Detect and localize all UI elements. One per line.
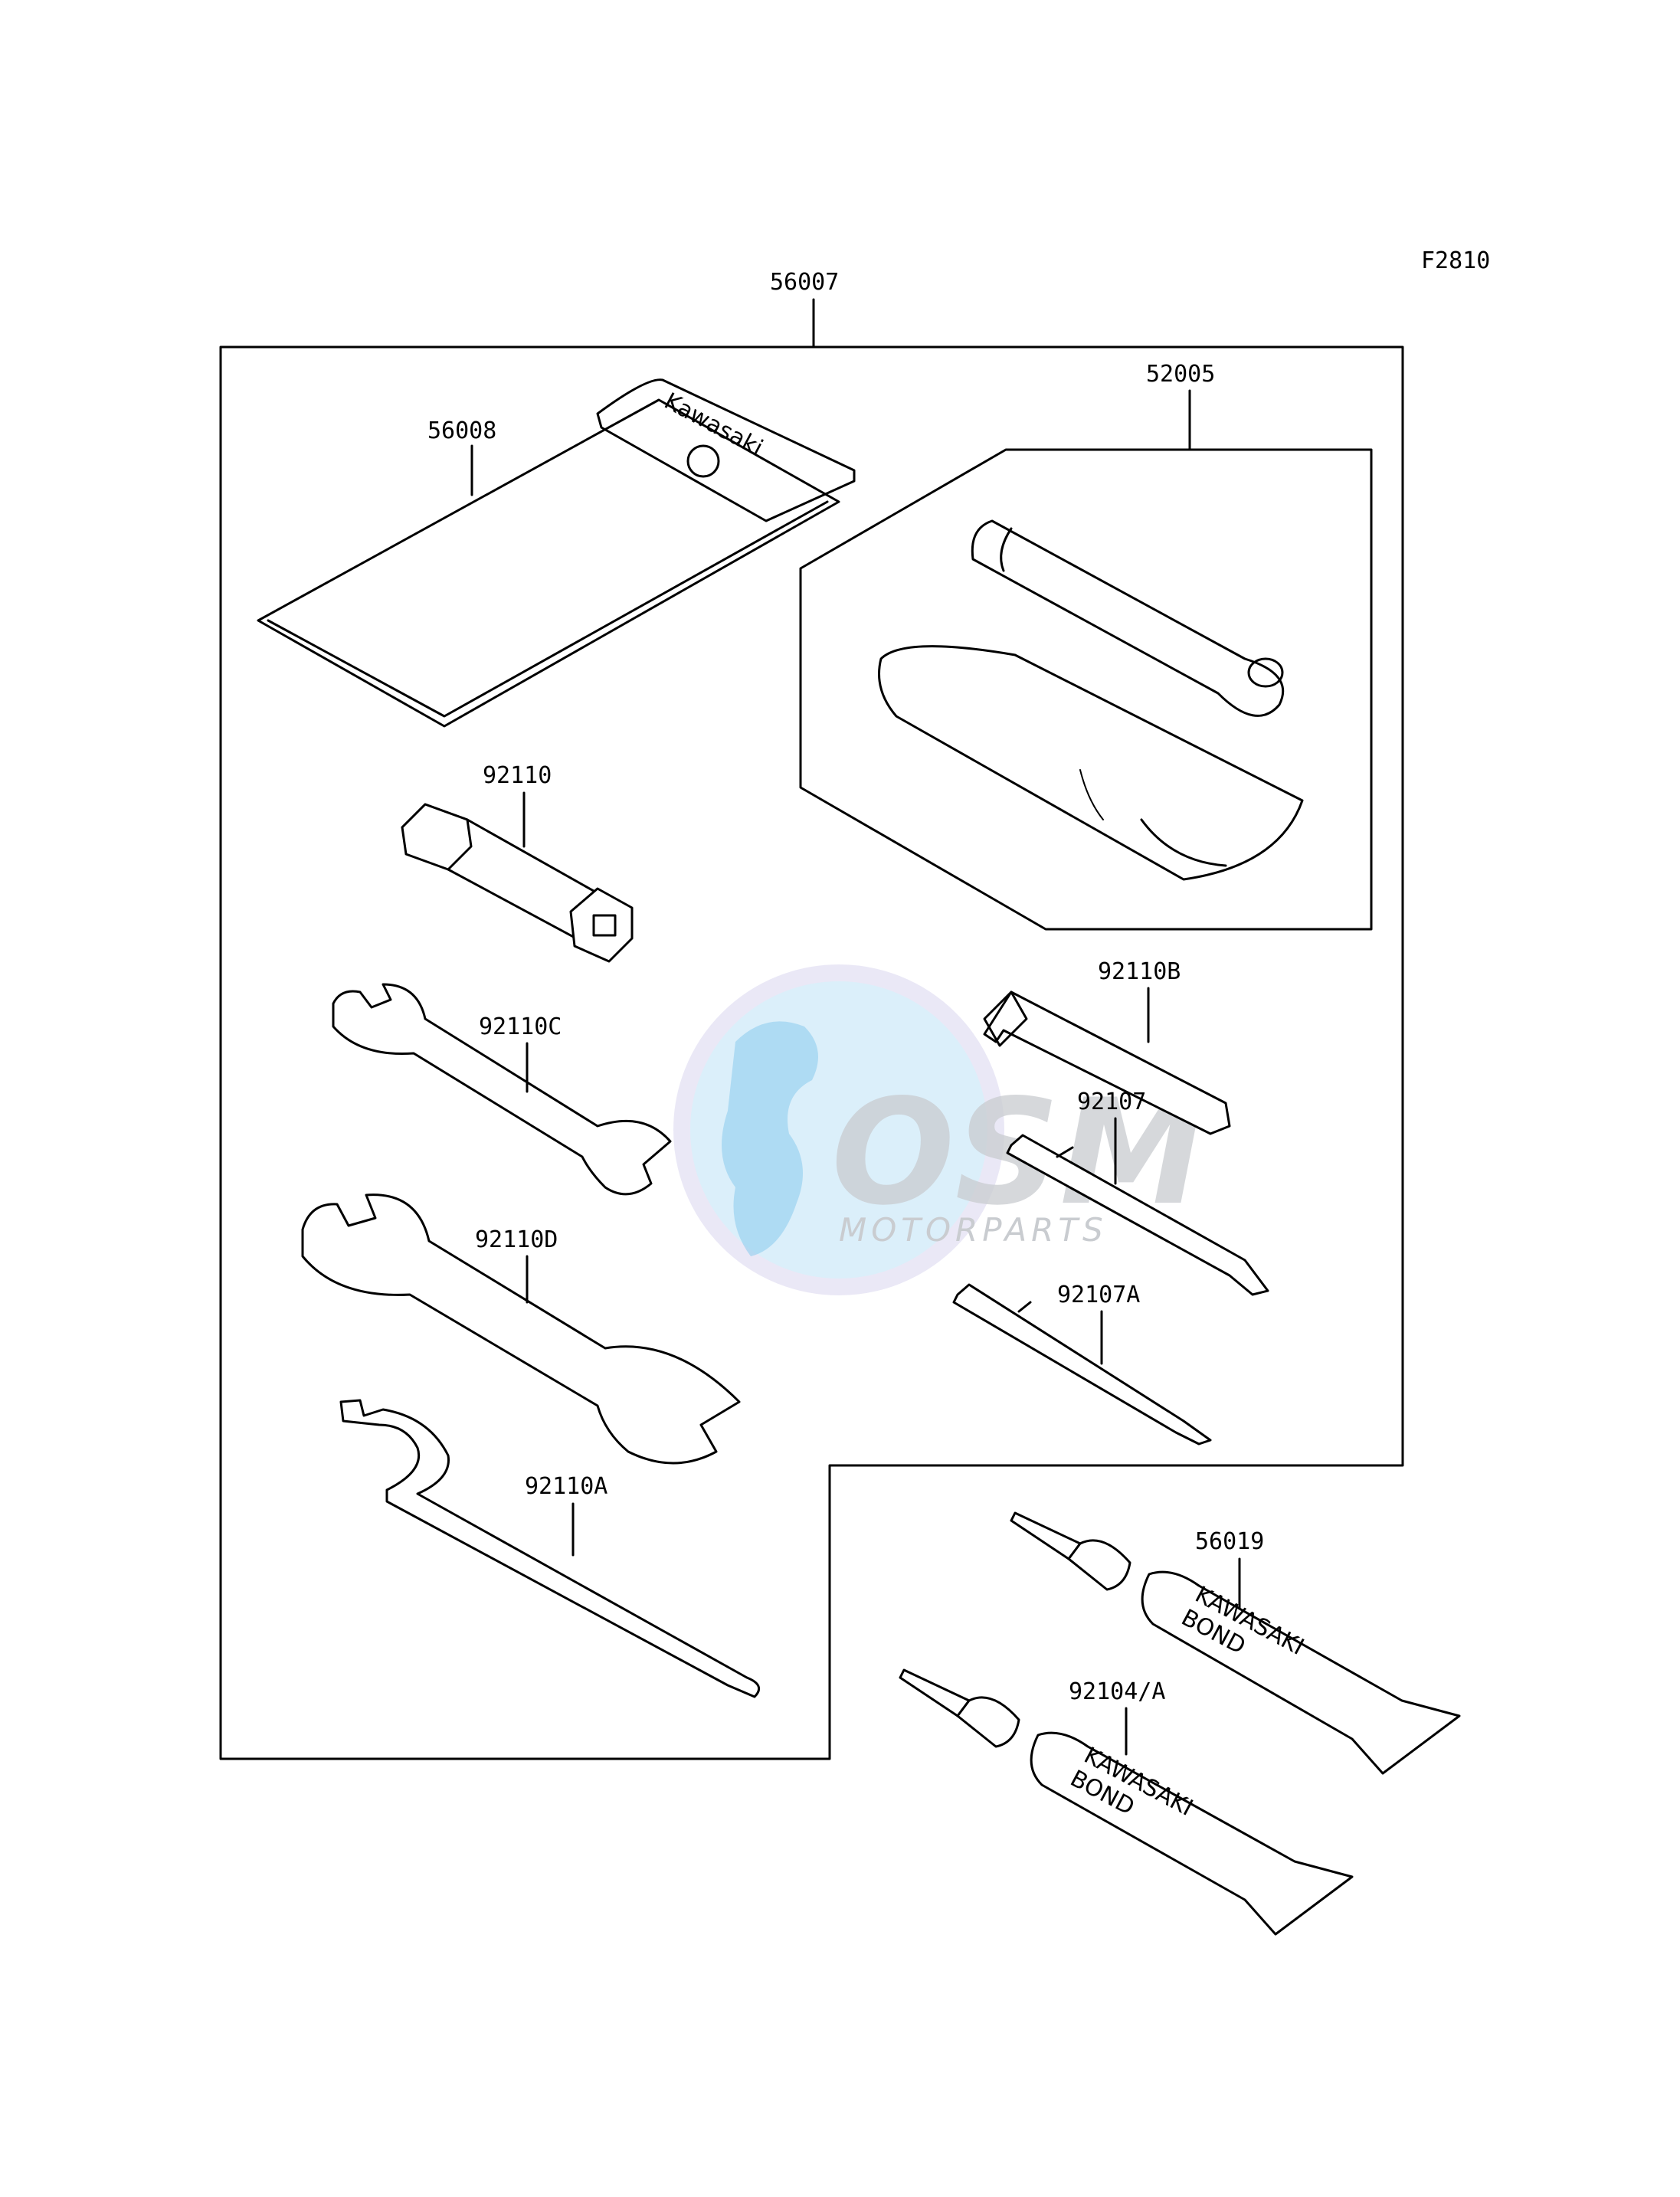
part-label-92110A: 92110A — [525, 1473, 607, 1500]
bond-tube-2: KAWASAKI BOND 92104/A — [899, 1668, 1354, 1936]
wrench-d: 92110D — [301, 1193, 741, 1465]
part-label-56007: 56007 — [770, 269, 839, 296]
wrench-c: 92110C — [332, 983, 672, 1196]
part-label-92104-A: 92104/A — [1069, 1678, 1165, 1705]
part-label-92107A: 92107A — [1057, 1282, 1140, 1308]
kit-frame: 56007 — [219, 269, 1404, 1760]
part-label-92110C: 92110C — [479, 1013, 562, 1040]
pouch: Kawasaki 56008 — [257, 378, 856, 728]
figure-code: F2810 — [1421, 247, 1490, 274]
watermark: OSM MOTORPARTS — [673, 964, 1204, 1295]
screwdriver: 92107 — [1006, 1089, 1269, 1296]
watermark-tagline: MOTORPARTS — [839, 1211, 1108, 1249]
part-label-52005: 52005 — [1146, 361, 1215, 388]
part-label-56019: 56019 — [1195, 1528, 1264, 1555]
part-label-92110B: 92110B — [1098, 958, 1181, 985]
part-label-56008: 56008 — [427, 417, 496, 444]
plug-wrench: 92110 — [401, 762, 634, 963]
hook-spanner: 92110A — [339, 1399, 761, 1698]
watermark-continents — [722, 1021, 818, 1256]
part-label-92110: 92110 — [483, 762, 552, 789]
screwdriver-a: 92107A — [952, 1282, 1212, 1446]
bond-tube-1: KAWASAKI BOND 56019 — [1010, 1511, 1461, 1775]
hex-key: 92110B — [983, 958, 1231, 1135]
part-label-92107: 92107 — [1077, 1089, 1146, 1115]
part-label-92110D: 92110D — [475, 1226, 558, 1253]
tool-bag-set: 52005 — [799, 361, 1373, 931]
